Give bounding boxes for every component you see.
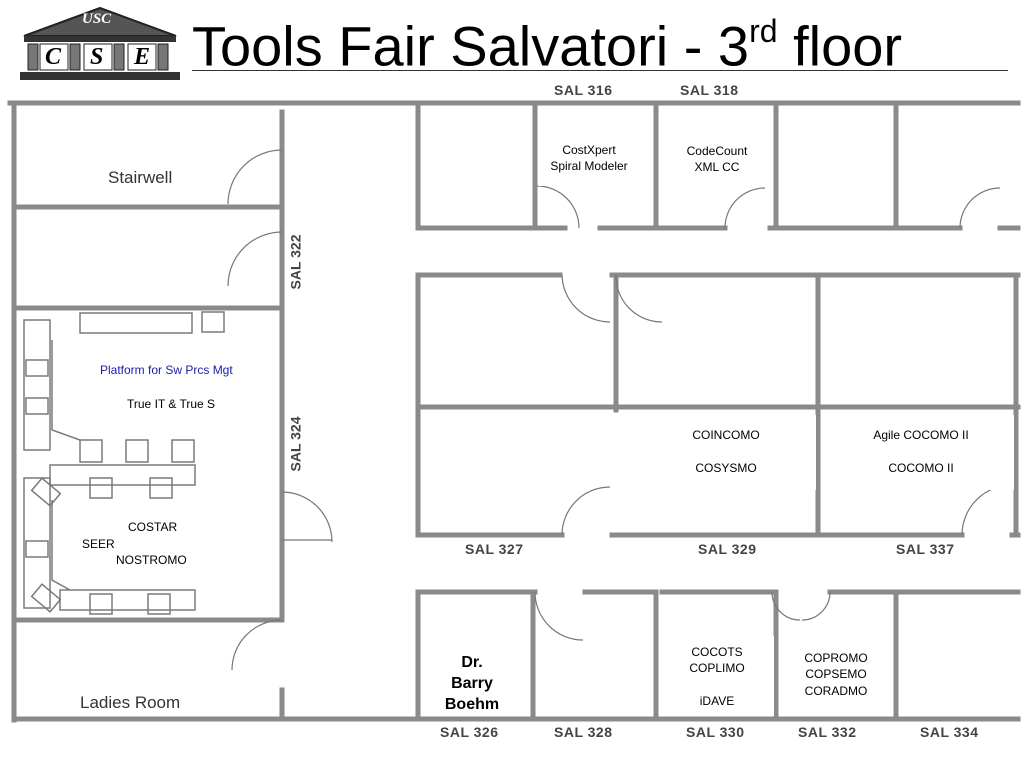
room-sal-337: SAL 337 (896, 541, 955, 557)
tool-xml-cc: XML CC (694, 160, 740, 174)
room-sal-322: SAL 322 (287, 234, 304, 290)
room-sal-329: SAL 329 (698, 541, 757, 557)
ladies-room-label: Ladies Room (80, 693, 181, 712)
title-main: Tools Fair Salvatori - 3 (192, 14, 750, 78)
tool-coplimo: COPLIMO (689, 661, 745, 675)
coincomo-box (636, 415, 816, 490)
cocots-box (660, 636, 774, 716)
title-suffix: floor (777, 14, 903, 78)
room-sal-330: SAL 330 (686, 724, 745, 740)
tool-coincomo: COINCOMO (692, 428, 760, 442)
logo-letter-e: E (134, 44, 151, 70)
tool-codecount: CodeCount (686, 144, 748, 158)
room-sal-316: SAL 316 (554, 82, 613, 98)
logo-letter-s: S (90, 44, 104, 70)
boehm-line-1: Dr. (461, 654, 483, 671)
copromo-box (780, 632, 892, 716)
tool-seer: SEER (82, 537, 115, 551)
logo-building-icon (20, 6, 180, 80)
room-sal-318: SAL 318 (680, 82, 739, 98)
room-sal-332: SAL 332 (798, 724, 857, 740)
tool-idave: iDAVE (699, 694, 735, 708)
tool-costxpert: CostXpert (562, 143, 616, 157)
tool-cosysmo: COSYSMO (695, 461, 757, 475)
room-sal-328: SAL 328 (554, 724, 613, 740)
logo-usc-text: USC (82, 11, 112, 27)
usc-cse-logo: USC C S E (18, 6, 182, 82)
tool-nostromo: NOSTROMO (116, 553, 187, 567)
tool-platform: Platform for Sw Prcs Mgt (100, 363, 233, 377)
room-sal-334: SAL 334 (920, 724, 979, 740)
title-superscript: rd (749, 13, 778, 49)
stairwell-label: Stairwell (108, 168, 173, 187)
title-underline (192, 70, 1008, 71)
tool-cocomo-2: COCOMO II (888, 461, 954, 475)
codecount-box (661, 130, 773, 186)
tool-spiral-modeler: Spiral Modeler (550, 159, 628, 173)
room-sal-327: SAL 327 (465, 541, 524, 557)
tool-coradmo: CORADMO (804, 684, 868, 698)
boehm-line-3: Boehm (444, 696, 500, 713)
tool-agile-cocomo: Agile COCOMO II (873, 428, 969, 442)
tool-costar: COSTAR (128, 520, 178, 534)
tool-cocots: COCOTS (691, 645, 743, 659)
barry-boehm-office-label: Dr. Barry Boehm (434, 652, 510, 715)
page-title: Tools Fair Salvatori - 3rd floor (192, 2, 902, 80)
tool-copsemo: COPSEMO (805, 667, 867, 681)
room-sal-326: SAL 326 (440, 724, 499, 740)
room-sal-324: SAL 324 (287, 416, 304, 472)
agile-cocomo-box (822, 415, 1014, 490)
tool-true-it: True IT & True S (127, 397, 216, 411)
costxpert-box (538, 130, 640, 186)
tool-copromo: COPROMO (804, 651, 868, 665)
boehm-line-2: Barry (451, 675, 493, 692)
logo-letter-c: C (45, 44, 62, 70)
